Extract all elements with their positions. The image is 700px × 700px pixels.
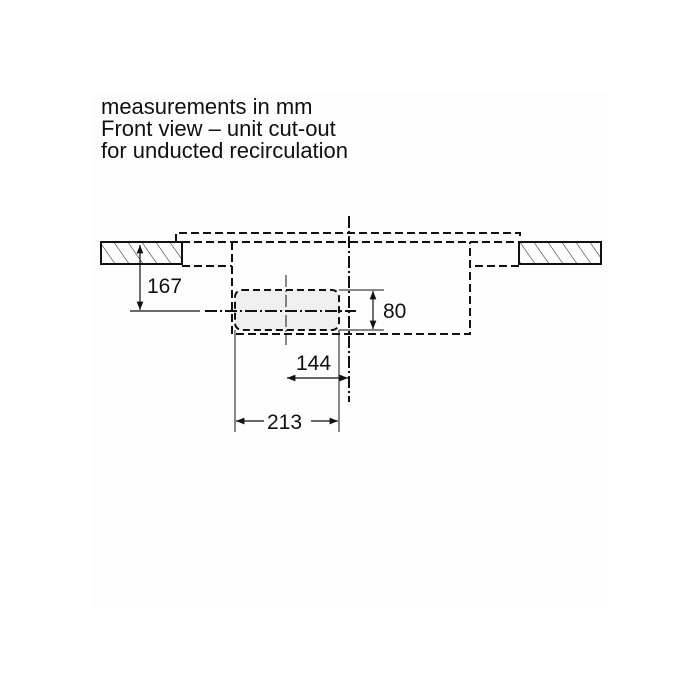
- dimension-144: 144: [287, 352, 348, 382]
- dimension-80: 80: [369, 291, 406, 329]
- dimension-label-144: 144: [296, 352, 331, 375]
- countertop-left: [100, 241, 183, 265]
- title-line-purpose: for unducted recirculation: [101, 138, 349, 163]
- dimension-label-80: 80: [383, 300, 406, 323]
- dimension-213: 213: [236, 411, 338, 434]
- dimension-label-213: 213: [267, 411, 302, 434]
- diagram-panel: [93, 93, 607, 607]
- title-line-view: Front view – unit cut-out: [101, 116, 336, 141]
- diagram-title: measurements in mm Front view – unit cut…: [101, 96, 348, 162]
- title-line-units: measurements in mm: [101, 94, 313, 119]
- countertop-right: [518, 241, 602, 265]
- centerlines: [130, 216, 356, 402]
- dimension-167: 167: [136, 245, 182, 310]
- dimension-label-167: 167: [147, 275, 182, 298]
